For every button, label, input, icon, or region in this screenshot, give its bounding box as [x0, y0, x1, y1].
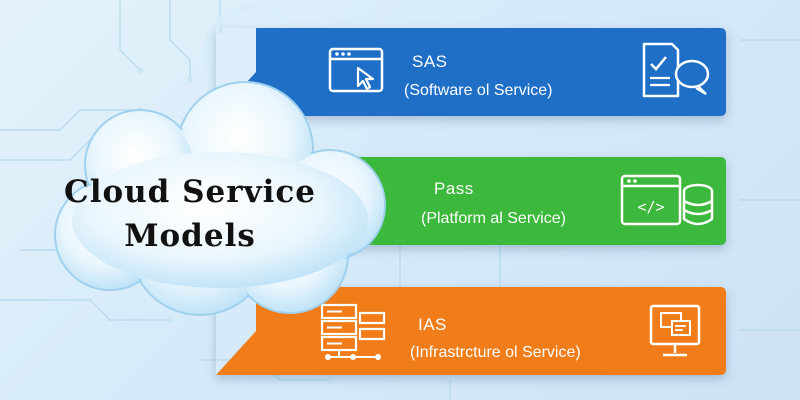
cloud-shape — [54, 81, 386, 316]
band-shape — [216, 287, 726, 375]
model-name: Pass — [434, 179, 474, 198]
document-chat-icon — [642, 42, 710, 98]
title-line-2: Models — [124, 218, 256, 254]
code-database-icon: </> — [620, 174, 714, 226]
model-name: SAS — [412, 52, 448, 71]
diagram-title: Cloud Service Models — [40, 170, 340, 258]
monitor-windows-icon — [649, 304, 701, 357]
model-subtitle: (Infrastrcture ol Service) — [410, 344, 581, 361]
model-subtitle: (Software ol Service) — [404, 82, 553, 99]
svg-text:</>: </> — [637, 198, 664, 216]
server-network-icon — [320, 303, 386, 360]
model-name: IAS — [418, 315, 447, 334]
model-band-saas: SAS (Software ol Service) — [216, 28, 726, 116]
model-subtitle: (Platform al Service) — [421, 210, 566, 227]
model-band-iaas: IAS (Infrastrcture ol Service) — [216, 287, 726, 375]
browser-cursor-icon — [328, 47, 384, 93]
title-line-1: Cloud Service — [64, 174, 316, 210]
